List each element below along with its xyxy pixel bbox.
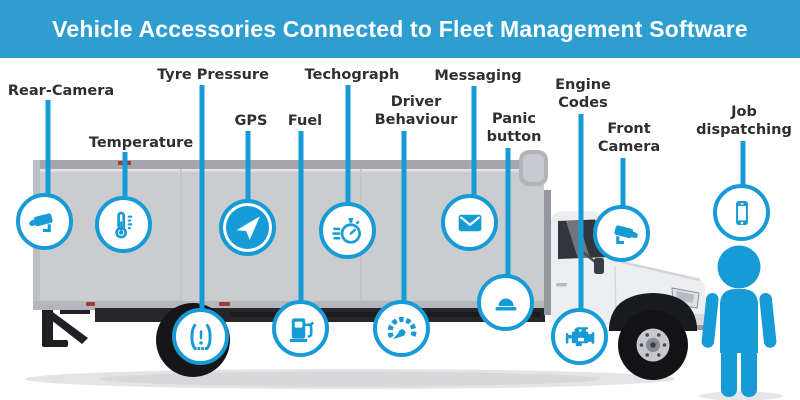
engine-icon <box>565 326 594 346</box>
callout-line-tyre-pressure <box>199 85 205 337</box>
side-mirror <box>594 258 604 274</box>
thermometer-icon <box>114 211 132 239</box>
callout-line-front-camera <box>620 158 626 234</box>
marker-lights <box>86 161 230 306</box>
front-wheel <box>618 310 688 380</box>
panic-button-badge <box>477 274 534 331</box>
callout-line-driver-behaviour <box>401 131 407 329</box>
push-button-icon <box>495 297 516 311</box>
label-messaging: Messaging <box>434 68 522 84</box>
temperature-badge <box>95 196 152 253</box>
label-temperature: Temperature <box>88 135 194 151</box>
navigation-arrow-icon <box>235 215 260 240</box>
callout-line-rear-camera <box>45 100 51 222</box>
job-dispatching-badge <box>713 184 770 241</box>
envelope-icon <box>458 214 481 231</box>
person-figure <box>701 245 777 397</box>
tyre-pressure-warning-icon <box>189 323 212 350</box>
callout-line-fuel <box>298 131 304 329</box>
techograph-badge <box>319 202 376 259</box>
callout-line-gps <box>245 131 251 228</box>
label-tyre-pressure: Tyre Pressure <box>157 67 269 83</box>
callout-line-messaging <box>471 86 477 223</box>
cctv-camera-icon <box>28 212 53 232</box>
engine-codes-badge <box>551 308 608 365</box>
tyre-pressure-badge <box>172 308 229 365</box>
label-engine-codes: Engine Codes <box>555 77 611 112</box>
page-title: Vehicle Accessories Connected to Fleet M… <box>52 15 748 42</box>
callout-line-techograph <box>345 85 351 231</box>
label-rear-camera: Rear-Camera <box>7 83 115 99</box>
callout-line-panic-button <box>505 148 511 303</box>
smartphone-icon <box>735 200 748 225</box>
callout-line-job-dispatching <box>740 141 746 213</box>
label-techograph: Techograph <box>304 67 400 83</box>
cctv-camera-icon <box>613 224 638 244</box>
label-front-camera: Front Camera <box>597 121 661 156</box>
callout-line-temperature <box>122 152 128 225</box>
messaging-badge <box>441 194 498 251</box>
fuel-badge <box>272 300 329 357</box>
label-panic-button: Panic button <box>486 111 542 146</box>
label-driver-behaviour: Driver Behaviour <box>374 94 458 129</box>
driver-behaviour-badge <box>373 300 430 357</box>
front-camera-badge <box>593 205 650 262</box>
title-banner: Vehicle Accessories Connected to Fleet M… <box>0 0 800 58</box>
rear-camera-badge <box>16 193 73 250</box>
callout-line-engine-codes <box>578 114 584 337</box>
label-fuel: Fuel <box>287 113 323 129</box>
fuel-pump-icon <box>289 317 314 342</box>
label-gps: GPS <box>234 113 268 129</box>
label-job-dispatching: Job dispatching <box>696 104 792 139</box>
gps-badge <box>219 199 276 256</box>
door-handle <box>556 283 567 287</box>
speedometer-icon <box>387 316 416 339</box>
stopwatch-icon <box>331 217 361 244</box>
person-head <box>717 245 761 289</box>
